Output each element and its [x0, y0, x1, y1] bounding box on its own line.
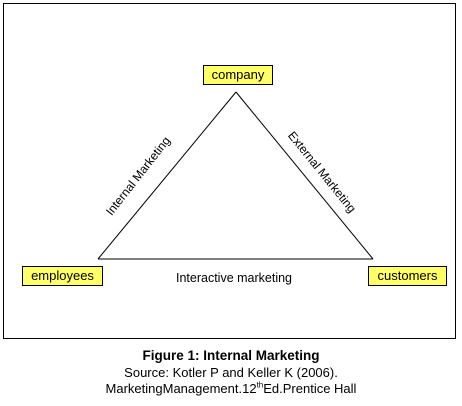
figure-reference: MarketingManagement.12thEd.Prentice Hall: [0, 381, 462, 396]
node-company: company: [203, 65, 273, 85]
node-employees: employees: [22, 266, 103, 286]
reference-superscript: th: [256, 380, 264, 390]
edge-internal-line: [97, 91, 237, 260]
node-customers: customers: [368, 266, 447, 286]
figure-source: Source: Kotler P and Keller K (2006).: [124, 365, 338, 380]
edge-external-line: [235, 91, 374, 260]
diagram-frame: [3, 3, 456, 339]
edge-label-interactive: Interactive marketing: [175, 271, 293, 285]
reference-main: MarketingManagement.12: [105, 381, 257, 396]
reference-tail: Ed.Prentice Hall: [263, 381, 357, 396]
figure-title: Figure 1: Internal Marketing: [142, 348, 320, 363]
